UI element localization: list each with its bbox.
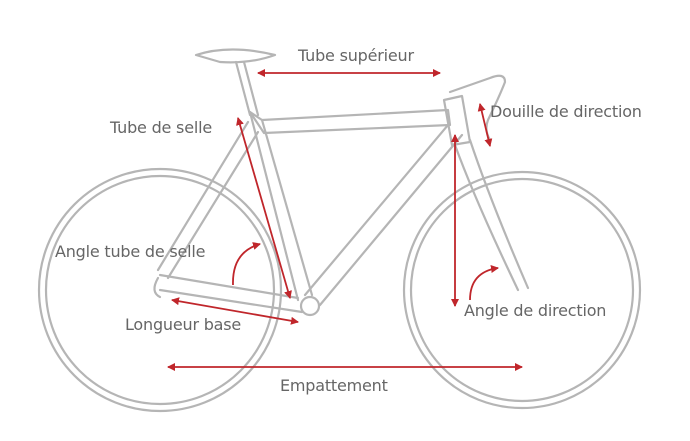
- label-head-angle: Angle de direction: [464, 301, 607, 320]
- down-tube: [303, 123, 464, 307]
- label-top-tube: Tube supérieur: [298, 46, 414, 65]
- seat-angle-arrow: [232, 242, 261, 286]
- top-tube: [248, 108, 452, 135]
- head-tube-arrow: [477, 103, 493, 147]
- head-tube: [442, 94, 472, 147]
- label-seat-angle: Angle tube de selle: [55, 242, 206, 261]
- front-wheel: [402, 170, 642, 410]
- label-seat-tube: Tube de selle: [110, 118, 212, 137]
- seat-tube-arrow: [236, 117, 292, 299]
- seatpost: [234, 60, 260, 117]
- label-wheelbase: Empattement: [280, 376, 388, 395]
- label-chainstay: Longueur base: [125, 315, 242, 334]
- fork: [453, 138, 530, 292]
- measure-arrows: [167, 69, 523, 371]
- dropout: [153, 276, 162, 299]
- seat-tube: [248, 110, 314, 302]
- label-head-tube: Douille de direction: [490, 102, 642, 121]
- head-angle-arrow: [469, 265, 499, 301]
- saddle: [194, 48, 277, 64]
- chainstay-arrow: [171, 297, 299, 325]
- bottom-bracket: [299, 295, 321, 317]
